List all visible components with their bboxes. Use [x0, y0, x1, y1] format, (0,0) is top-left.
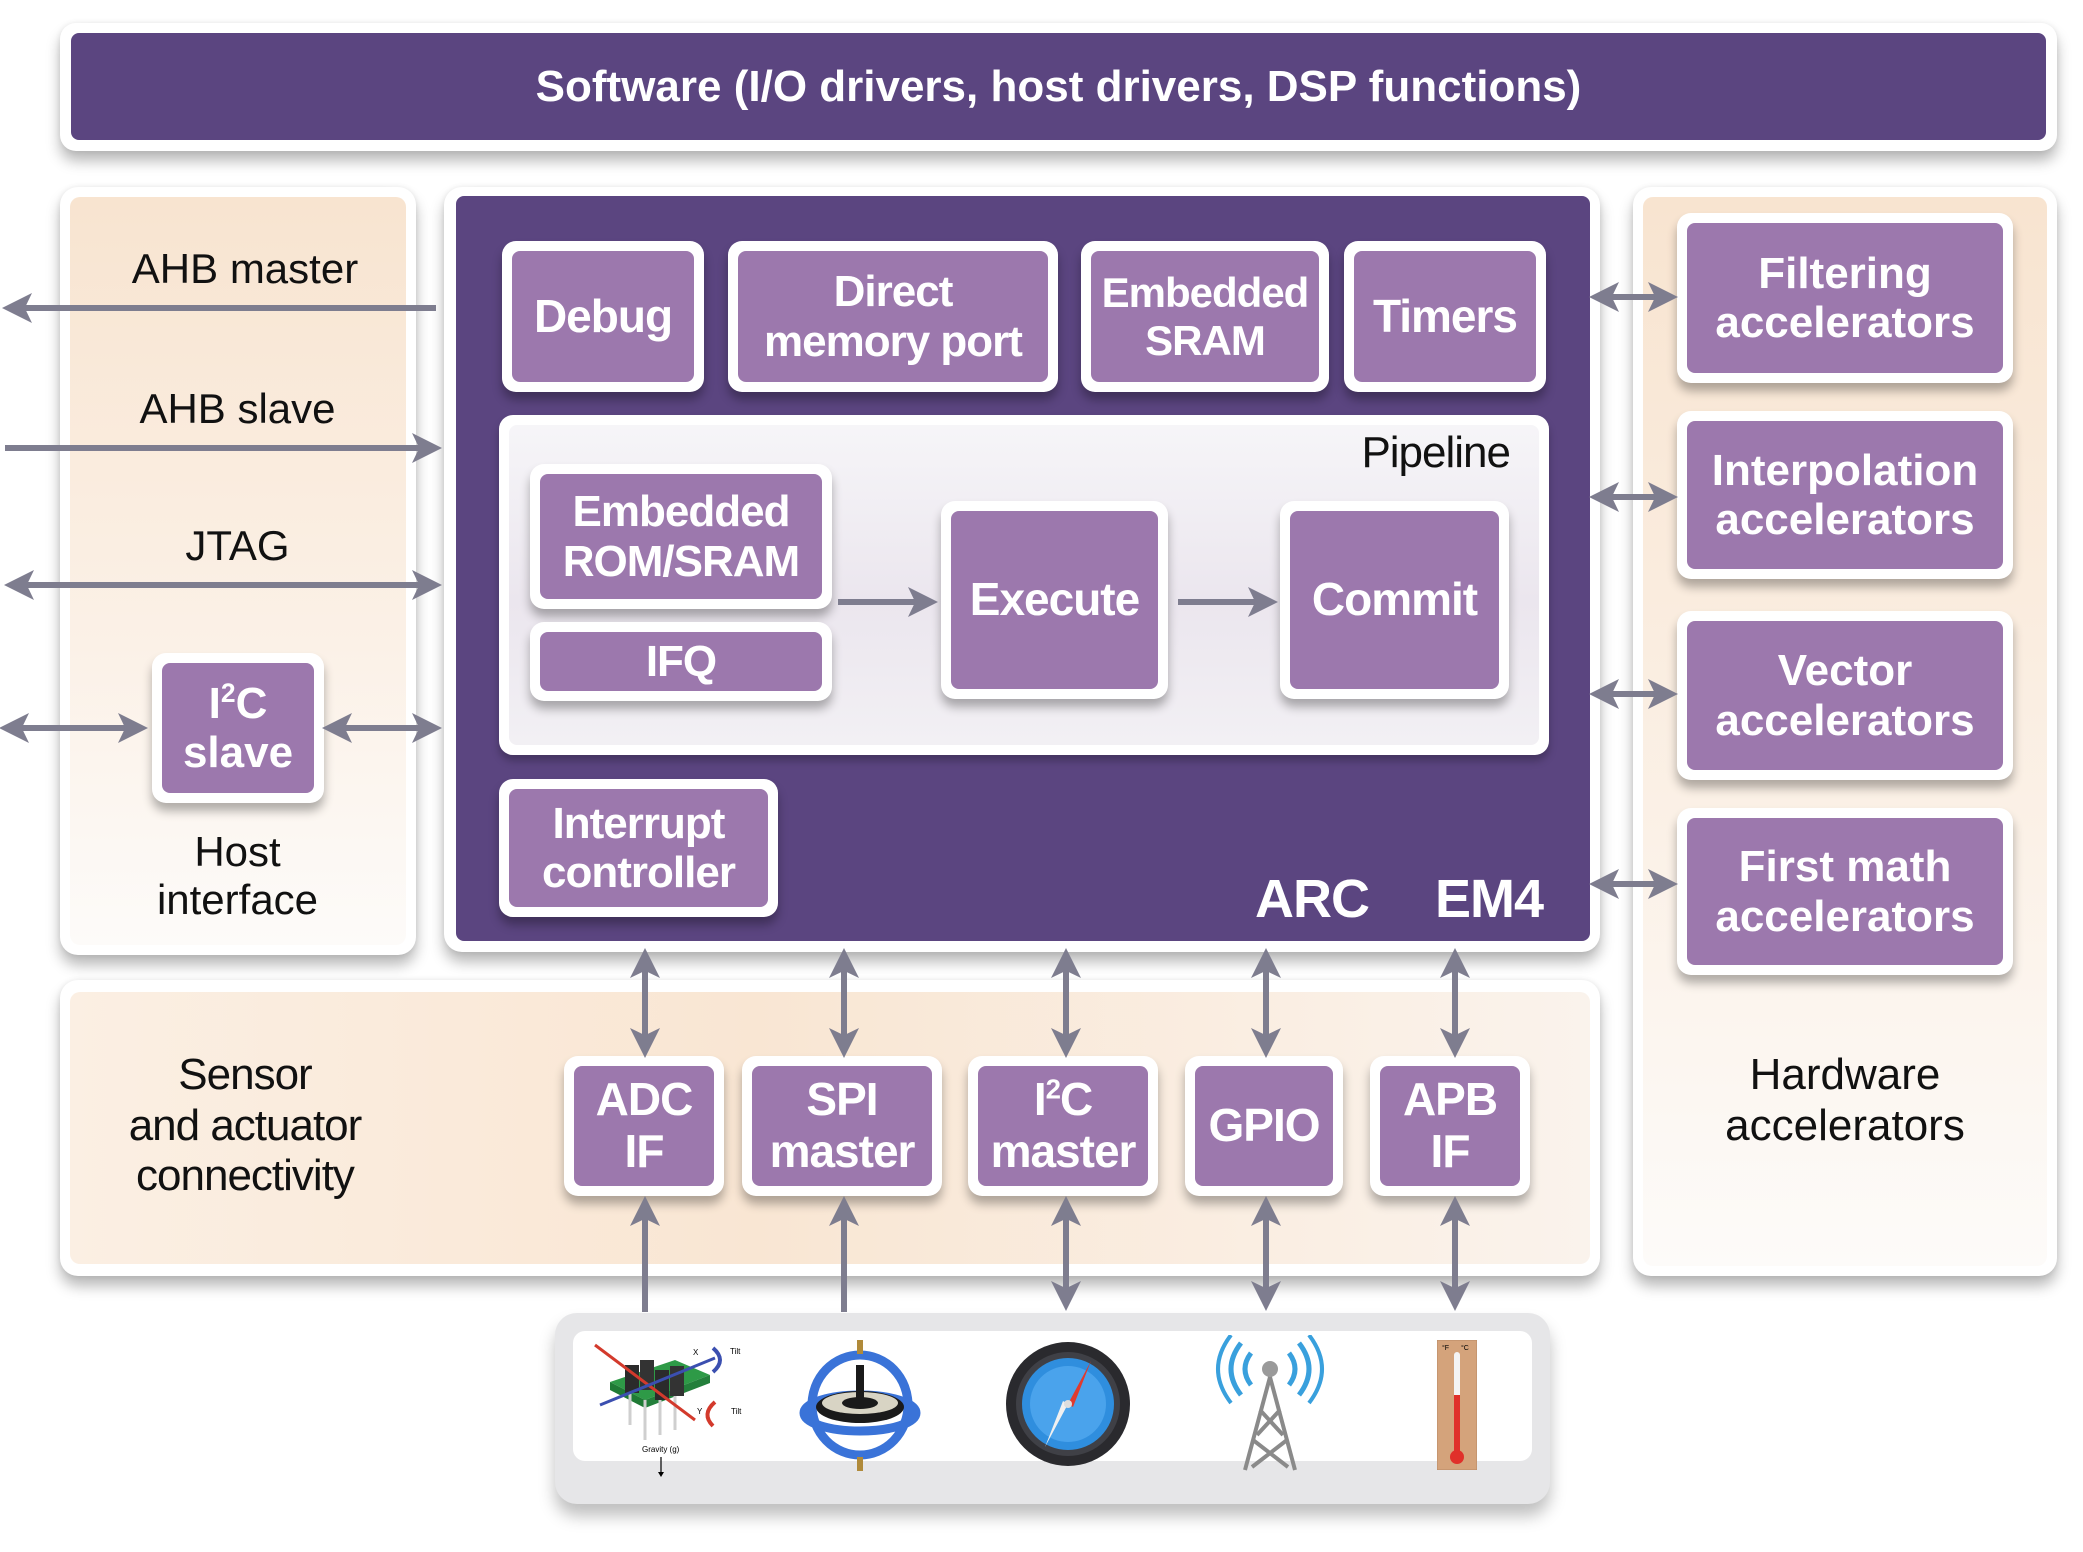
apb-if-label-line2: IF — [1430, 1125, 1471, 1177]
thermo-f-label: °F — [1442, 1344, 1449, 1352]
software-bar-label: Software (I/O drivers, host drivers, DSP… — [535, 61, 1582, 111]
accelerator-filtering-line2: accelerators — [1715, 298, 1975, 347]
spi-master-block[interactable]: SPI master — [742, 1056, 942, 1196]
signal-label-ahb-slave: AHB slave — [139, 385, 336, 432]
gyroscope-icon — [799, 1340, 921, 1471]
hardware-accelerators-title-line1: Hardware — [1749, 1050, 1941, 1099]
ifq-label: IFQ — [645, 636, 717, 686]
embedded-sram-label-line1: Embedded — [1101, 269, 1310, 317]
accelerator-first-math-line1: First math — [1738, 842, 1952, 892]
commit-block[interactable]: Commit — [1280, 501, 1509, 699]
accelerator-first-math-line2: accelerators — [1715, 891, 1975, 941]
accel-tilt1-label: Tilt — [730, 1347, 741, 1356]
host-interface-title: Host interface — [80, 828, 395, 925]
accelerator-vector-line2: accelerators — [1715, 695, 1975, 745]
i2c-slave-label-line2: slave — [182, 728, 294, 777]
accelerator-interpolation-line2: accelerators — [1715, 495, 1975, 544]
accel-tilt2-label: Tilt — [731, 1407, 742, 1416]
ifq-block[interactable]: IFQ — [530, 622, 832, 701]
direct-memory-port-block[interactable]: Direct memory port — [728, 241, 1058, 392]
execute-block[interactable]: Execute — [941, 501, 1168, 699]
i2c-master-label-c: C — [1059, 1073, 1093, 1126]
embedded-rom-label-line1: Embedded — [572, 487, 791, 537]
adc-if-label-line2: IF — [624, 1125, 665, 1177]
apb-if-label-line1: APB — [1402, 1073, 1498, 1126]
sensor-connectivity-title-line3: connectivity — [136, 1151, 355, 1201]
interrupt-controller-label-line2: controller — [542, 848, 736, 897]
embedded-rom-label-line2: ROM/SRAM — [562, 536, 800, 586]
core-name-arc: ARC — [1255, 869, 1370, 929]
signal-label-ahb-master: AHB master — [131, 245, 359, 292]
adc-if-label-line1: ADC — [595, 1073, 694, 1126]
accelerometer-icon: X Tilt Y Tilt Gravity (g) — [594, 1343, 742, 1477]
debug-label: Debug — [533, 289, 673, 342]
i2c-slave-block[interactable]: I2C slave — [152, 653, 324, 803]
spi-master-label-line1: SPI — [806, 1073, 878, 1126]
direct-memory-port-label-line2: memory port — [764, 316, 1023, 366]
accelerator-first-math[interactable]: First math accelerators — [1677, 808, 2013, 975]
accelerator-vector-line1: Vector — [1777, 646, 1913, 696]
signal-label-jtag: JTAG — [185, 522, 290, 569]
direct-memory-port-label-line1: Direct — [833, 267, 954, 317]
host-interface-title-line1: Host — [194, 828, 281, 875]
software-bar: Software (I/O drivers, host drivers, DSP… — [71, 33, 2046, 140]
i2c-slave-label-c: C — [235, 678, 268, 728]
compass-icon — [1006, 1342, 1130, 1466]
interrupt-controller-label-line1: Interrupt — [552, 798, 726, 848]
i2c-master-label-sup: 2 — [1045, 1073, 1061, 1105]
gpio-block[interactable]: GPIO — [1185, 1056, 1343, 1196]
i2c-master-label-line2: master — [990, 1125, 1137, 1177]
core-name-em4: EM4 — [1435, 869, 1544, 929]
embedded-sram-block[interactable]: Embedded SRAM — [1081, 241, 1329, 392]
pipeline-label: Pipeline — [1361, 428, 1511, 477]
apb-if-block[interactable]: APB IF — [1370, 1056, 1530, 1196]
i2c-slave-label-i: I — [208, 678, 221, 728]
accel-x-label: X — [693, 1348, 699, 1357]
debug-block[interactable]: Debug — [502, 241, 704, 392]
gpio-label: GPIO — [1208, 1099, 1320, 1152]
sensor-connectivity-title: Sensor and actuator connectivity — [85, 1050, 405, 1202]
sensor-connectivity-title-line2: and actuator — [128, 1100, 363, 1150]
embedded-rom-sram-block[interactable]: Embedded ROM/SRAM — [530, 464, 832, 609]
thermometer-icon: °F °C — [1437, 1340, 1477, 1470]
i2c-master-block[interactable]: I2C master — [968, 1056, 1158, 1196]
sensor-connectivity-title-line1: Sensor — [178, 1050, 312, 1099]
accel-gravity-label: Gravity (g) — [642, 1445, 680, 1454]
adc-if-block[interactable]: ADC IF — [564, 1056, 724, 1196]
hardware-accelerators-title: Hardware accelerators — [1650, 1050, 2040, 1151]
thermo-c-label: °C — [1461, 1344, 1469, 1352]
radio-tower-icon — [1216, 1335, 1324, 1471]
commit-label: Commit — [1311, 573, 1478, 626]
accel-y-label: Y — [697, 1407, 703, 1416]
i2c-master-label-i: I — [1033, 1073, 1047, 1126]
hardware-accelerators-title-line2: accelerators — [1725, 1100, 1965, 1150]
software-bar-frame: Software (I/O drivers, host drivers, DSP… — [60, 23, 2057, 151]
embedded-sram-label-line2: SRAM — [1145, 316, 1266, 364]
timers-label: Timers — [1372, 289, 1518, 342]
spi-master-label-line2: master — [769, 1125, 916, 1177]
accelerator-filtering[interactable]: Filtering accelerators — [1677, 213, 2013, 383]
host-interface-title-line2: interface — [156, 876, 319, 924]
timers-block[interactable]: Timers — [1344, 241, 1546, 392]
accelerator-interpolation-line1: Interpolation — [1711, 445, 1979, 495]
i2c-slave-label-sup: 2 — [220, 677, 236, 708]
execute-label: Execute — [969, 573, 1140, 626]
accelerator-filtering-line1: Filtering — [1758, 248, 1932, 298]
interrupt-controller-block[interactable]: Interrupt controller — [499, 779, 778, 917]
accelerator-interpolation[interactable]: Interpolation accelerators — [1677, 411, 2013, 579]
accelerator-vector[interactable]: Vector accelerators — [1677, 611, 2013, 780]
